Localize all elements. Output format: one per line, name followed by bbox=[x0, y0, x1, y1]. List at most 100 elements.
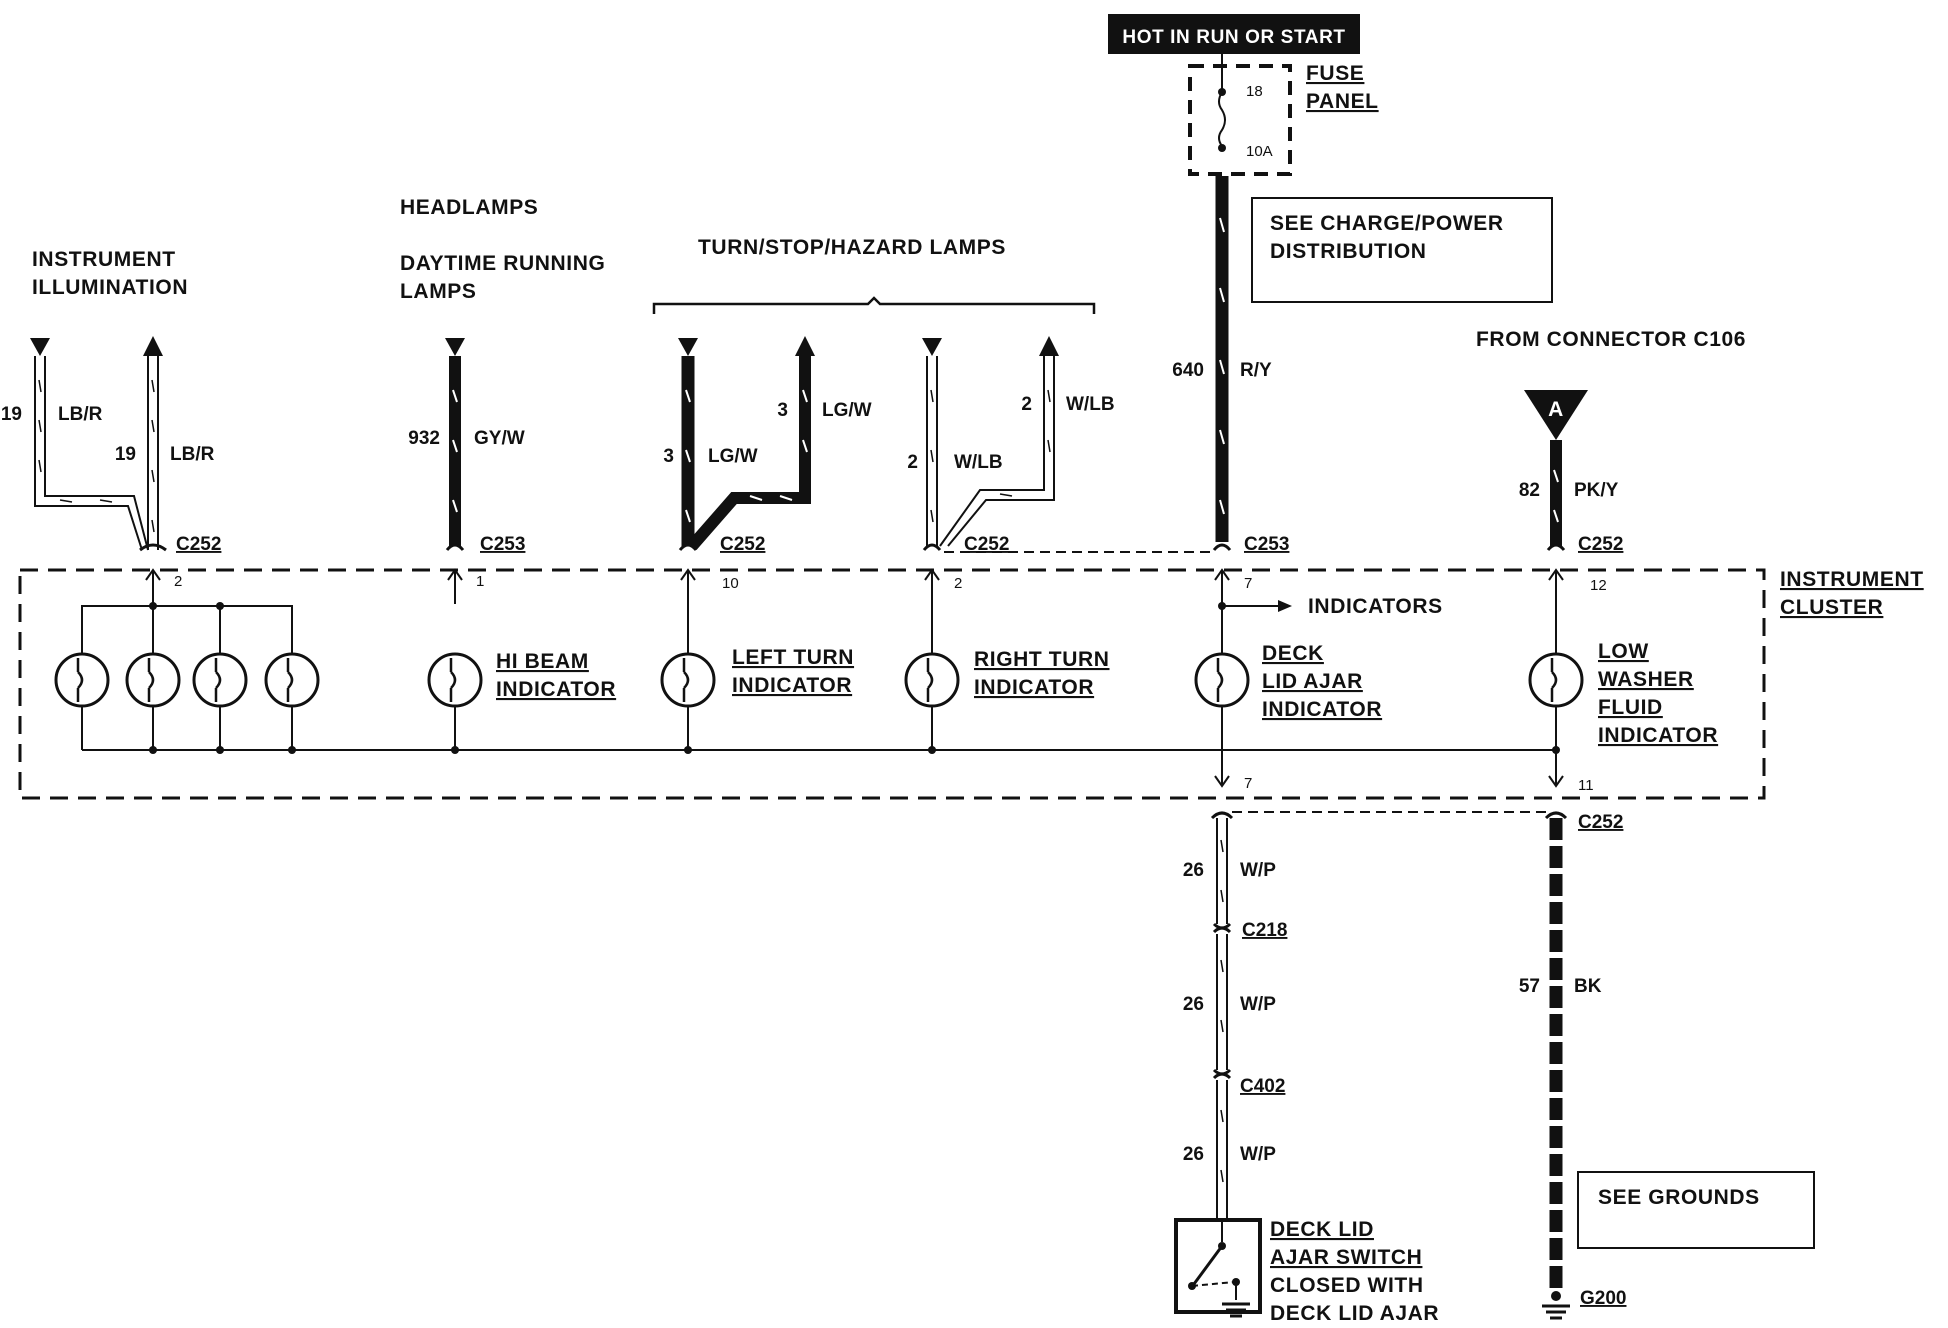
instrument-cluster: INSTRUMENT CLUSTER 2 1 10 2 7 12 INDICAT… bbox=[18, 568, 1924, 800]
washer-label-1: LOW bbox=[1598, 640, 1649, 663]
right-arrow-icon bbox=[1278, 600, 1292, 612]
g200-label: G200 bbox=[1580, 1288, 1626, 1309]
left-turn-out-number: 3 bbox=[777, 400, 788, 421]
right-turn-wires: 2 W/LB 2 W/LB C252 bbox=[907, 336, 1216, 555]
fuse-panel-label-1: FUSE bbox=[1306, 62, 1364, 85]
fuse-rating: 10A bbox=[1246, 143, 1273, 160]
left-turn-in-number: 3 bbox=[663, 446, 674, 467]
wire-640-color: R/Y bbox=[1240, 360, 1272, 381]
power-banner-text: HOT IN RUN OR START bbox=[1122, 27, 1345, 48]
washer-wire: A 82 PK/Y C252 bbox=[1519, 390, 1623, 555]
illum-right-number: 19 bbox=[115, 444, 136, 465]
illum-left-color: LB/R bbox=[58, 404, 103, 425]
hibeam-label-2: INDICATOR bbox=[496, 678, 616, 701]
ground-icon bbox=[1542, 1291, 1570, 1320]
c218-connector: C218 bbox=[1242, 920, 1287, 941]
cluster-boundary bbox=[18, 568, 1766, 800]
up-arrow-icon bbox=[795, 336, 815, 356]
grounds-ref-box: SEE GROUNDS bbox=[1577, 1171, 1815, 1249]
washer-number: 82 bbox=[1519, 480, 1540, 501]
right-turn-in-color: W/LB bbox=[954, 452, 1003, 473]
illum-left-number: 19 bbox=[1, 404, 22, 425]
illum-wires: 19 LB/R 19 LB/R C252 bbox=[1, 336, 221, 555]
connector-a-letter: A bbox=[1548, 398, 1564, 421]
left-turn-in-color: LG/W bbox=[708, 446, 758, 467]
heading-drl-1: DAYTIME RUNNING bbox=[400, 252, 605, 275]
cluster-label-1: INSTRUMENT bbox=[1780, 568, 1924, 591]
deck-lid-label-2: LID AJAR bbox=[1262, 670, 1363, 693]
ground-wire-number: 57 bbox=[1519, 976, 1540, 997]
right-turn-label-1: RIGHT TURN bbox=[974, 648, 1110, 671]
illum-pin: 2 bbox=[174, 573, 182, 590]
up-arrow-icon bbox=[1039, 336, 1059, 356]
washer-color: PK/Y bbox=[1574, 480, 1619, 501]
heading-drl-2: LAMPS bbox=[400, 280, 477, 303]
illum-right-color: LB/R bbox=[170, 444, 215, 465]
hibeam-label-1: HI BEAM bbox=[496, 650, 589, 673]
heading-headlamps: HEADLAMPS bbox=[400, 196, 538, 219]
deck-wire-2-color: W/P bbox=[1240, 994, 1276, 1015]
charge-power-ref-line1: SEE CHARGE/POWER bbox=[1270, 212, 1504, 235]
washer-label-3: FLUID bbox=[1598, 696, 1663, 719]
ground-out-pin: 11 bbox=[1578, 777, 1594, 794]
fuse-panel: 18 10A FUSE PANEL bbox=[1188, 54, 1379, 176]
hibeam-connector: C253 bbox=[480, 534, 525, 555]
right-turn-out-color: W/LB bbox=[1066, 394, 1115, 415]
right-turn-label-2: INDICATOR bbox=[974, 676, 1094, 699]
hibeam-number: 932 bbox=[408, 428, 440, 449]
down-arrow-icon bbox=[922, 338, 942, 356]
left-turn-out-color: LG/W bbox=[822, 400, 872, 421]
heading-instrument-2: ILLUMINATION bbox=[32, 276, 188, 299]
filament-icons bbox=[76, 658, 1558, 702]
heading-from-connector: FROM CONNECTOR C106 bbox=[1476, 328, 1746, 351]
right-turn-out-number: 2 bbox=[1021, 394, 1032, 415]
deck-wire-1-number: 26 bbox=[1183, 860, 1204, 881]
down-arrow-icon bbox=[445, 338, 465, 356]
deck-lid-switch-icon bbox=[1174, 1218, 1262, 1318]
switch-label-1: DECK LID bbox=[1270, 1218, 1374, 1241]
heading-instrument-1: INSTRUMENT bbox=[32, 248, 176, 271]
washer-label-2: WASHER bbox=[1598, 668, 1694, 691]
up-arrow-icon bbox=[143, 336, 163, 356]
charge-power-ref-line2: DISTRIBUTION bbox=[1270, 240, 1427, 263]
left-turn-pin: 10 bbox=[722, 575, 739, 592]
deck-wire-2-number: 26 bbox=[1183, 994, 1204, 1015]
bulb-icon bbox=[54, 652, 1584, 708]
left-turn-wires: 3 LG/W 3 LG/W C252 bbox=[663, 336, 872, 555]
deck-lid-circuit: 26 W/P C218 26 W/P C402 26 W/P DECK LID … bbox=[1174, 811, 1552, 1325]
fuse-panel-label-2: PANEL bbox=[1306, 90, 1379, 113]
charge-power-ref-box: SEE CHARGE/POWER DISTRIBUTION bbox=[1251, 197, 1553, 303]
heading-turn-stop-hazard: TURN/STOP/HAZARD LAMPS bbox=[698, 236, 1006, 259]
indicators-label: INDICATORS bbox=[1308, 595, 1443, 618]
right-turn-pin: 2 bbox=[954, 575, 962, 592]
fuse-element-icon bbox=[1218, 91, 1226, 147]
washer-connector: C252 bbox=[1578, 534, 1623, 555]
hibeam-pin: 1 bbox=[476, 573, 484, 590]
washer-label-4: INDICATOR bbox=[1598, 724, 1718, 747]
right-turn-in-number: 2 bbox=[907, 452, 918, 473]
c402-connector: C402 bbox=[1240, 1076, 1285, 1097]
deck-out-pin: 7 bbox=[1244, 775, 1252, 792]
turn-bracket bbox=[652, 296, 1096, 314]
ground-circuit: C252 57 BK G200 SEE GROUNDS bbox=[1519, 811, 1815, 1320]
power-connector: C253 bbox=[1244, 534, 1289, 555]
wire-640: 640 R/Y bbox=[1172, 176, 1272, 542]
down-arrow-icon bbox=[30, 338, 50, 356]
power-banner: HOT IN RUN OR START bbox=[1108, 14, 1360, 54]
left-turn-label-1: LEFT TURN bbox=[732, 646, 854, 669]
fuse-number: 18 bbox=[1246, 83, 1263, 100]
down-arrow-icon bbox=[678, 338, 698, 356]
wire-640-number: 640 bbox=[1172, 360, 1204, 381]
right-turn-connector: C252 bbox=[964, 534, 1009, 555]
hibeam-wire: 932 GY/W C253 bbox=[408, 338, 525, 555]
illum-connector: C252 bbox=[176, 534, 221, 555]
connector-a-icon bbox=[1524, 390, 1588, 440]
deck-lid-label-1: DECK bbox=[1262, 642, 1324, 665]
ground-out-connector: C252 bbox=[1578, 812, 1623, 833]
headings: INSTRUMENT ILLUMINATION HEADLAMPS DAYTIM… bbox=[32, 196, 1746, 351]
ground-wire-color: BK bbox=[1574, 976, 1602, 997]
grounds-ref-text: SEE GROUNDS bbox=[1598, 1186, 1760, 1209]
cluster-label-2: CLUSTER bbox=[1780, 596, 1883, 619]
hibeam-color: GY/W bbox=[474, 428, 525, 449]
